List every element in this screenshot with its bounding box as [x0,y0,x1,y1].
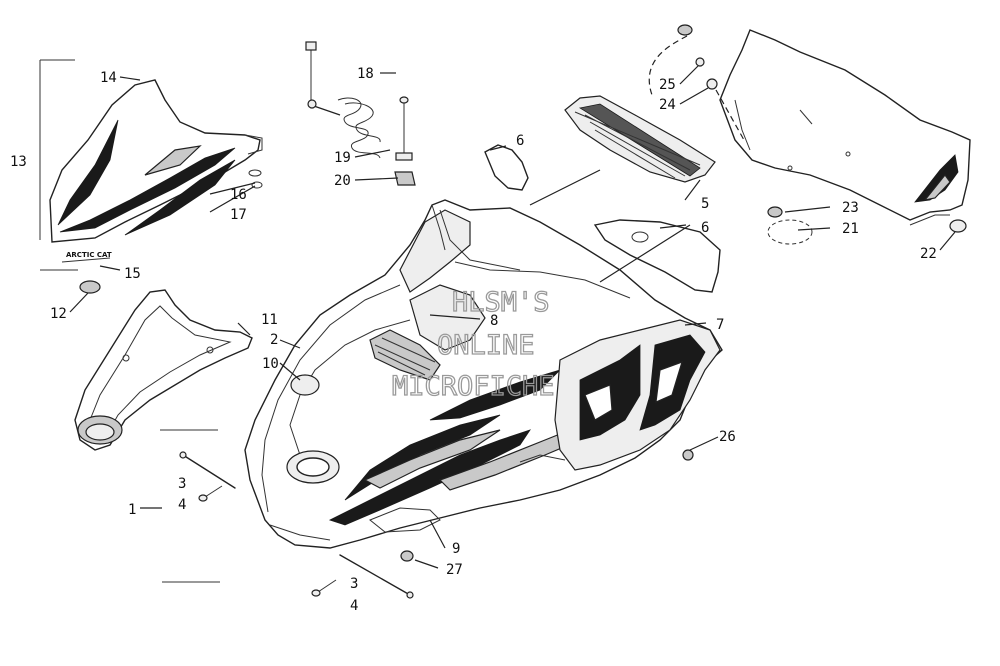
callout-3b: 3 [350,576,358,592]
arctic-cat-logo-text: ARCTIC CAT [66,251,112,259]
callout-7: 7 [716,317,724,333]
callout-5: 5 [701,196,709,212]
callout-18: 18 [357,66,374,82]
leader-lines [69,65,956,583]
callout-24: 24 [659,97,676,113]
callout-8: 8 [490,313,498,329]
callout-22: 22 [920,246,937,262]
callout-13: 13 [10,154,27,170]
hood-hinge-pins [179,451,414,599]
decal-part-6-large [593,219,721,293]
callout-4b: 4 [350,598,358,614]
callout-4a: 4 [178,497,186,513]
callout-10: 10 [262,356,279,372]
callout-2: 2 [270,332,278,348]
callout-1: 1 [128,502,136,518]
headlight-shroud-part-11 [74,289,253,451]
spring-fastener-group [305,41,416,186]
windshield-part-21 [719,29,971,226]
decal-panel-assembly: ARCTIC CAT [39,59,263,271]
callout-11: 11 [261,312,278,328]
callout-14: 14 [100,70,117,86]
callout-12: 12 [50,306,67,322]
grommet-part-22 [949,219,967,233]
callout-20: 20 [334,173,351,189]
callout-6a: 6 [516,133,524,149]
vent-grille-part-5 [564,95,716,183]
callout-labels: 1 2 3 4 3 4 5 6 6 7 8 9 10 11 12 13 14 1… [10,66,937,614]
callout-19: 19 [334,150,351,166]
callout-21: 21 [842,221,859,237]
watermark-line-1: HLSM'S [452,287,550,318]
grommet-part-12 [79,280,101,294]
watermark-line-2: ONLINE [437,330,535,361]
callout-23: 23 [842,200,859,216]
callout-17: 17 [230,207,247,223]
callout-25: 25 [659,77,676,93]
callout-15: 15 [124,266,141,282]
decal-part-6-small [484,144,529,191]
nut-part-27 [400,550,414,562]
callout-9: 9 [452,541,460,557]
nut-part-24 [677,24,693,36]
callout-16: 16 [230,187,247,203]
callout-27: 27 [446,562,463,578]
callout-3a: 3 [178,476,186,492]
watermark-line-3: MICROFICHE [392,371,555,402]
callout-26: 26 [719,429,736,445]
main-hood-part-1 [244,199,723,549]
callout-6b: 6 [701,220,709,236]
watermark: HLSM'S ONLINE MICROFICHE [391,286,555,402]
